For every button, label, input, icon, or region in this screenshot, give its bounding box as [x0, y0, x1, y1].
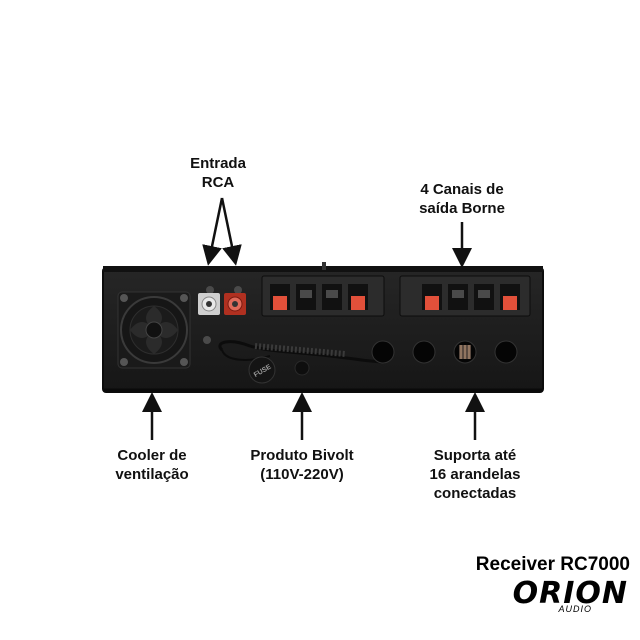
sconce-output-holes: [371, 340, 518, 364]
label-sconces: Suporta até 16 arandelas conectadas: [429, 447, 521, 502]
speaker-terminal-block-right: [399, 275, 531, 317]
orion-logo: ORION: [512, 576, 628, 611]
top-screw: [322, 262, 326, 270]
orion-logo-subtext: AUDIO: [558, 604, 592, 614]
label-bivolt: Produto Bivolt (110V-220V): [250, 447, 354, 483]
product-title: Receiver RC7000: [475, 554, 630, 575]
speaker-terminal-block-left: [261, 275, 385, 317]
label-cooler: Cooler de ventilação: [115, 447, 189, 483]
rca-input-jacks: [198, 293, 246, 315]
arrow-rca-left: [202, 197, 224, 266]
screw: [234, 286, 242, 294]
cooler-fan: [117, 291, 191, 369]
label-speaker-outputs: 4 Canais de saída Borne: [419, 181, 505, 217]
label-rca-input: Entrada RCA: [190, 155, 246, 191]
screw: [206, 286, 214, 294]
cord-grommet: [294, 360, 310, 376]
screw: [203, 336, 211, 344]
arrow-rca-right: [220, 197, 242, 266]
fuse-holder: FUSE: [248, 356, 276, 384]
